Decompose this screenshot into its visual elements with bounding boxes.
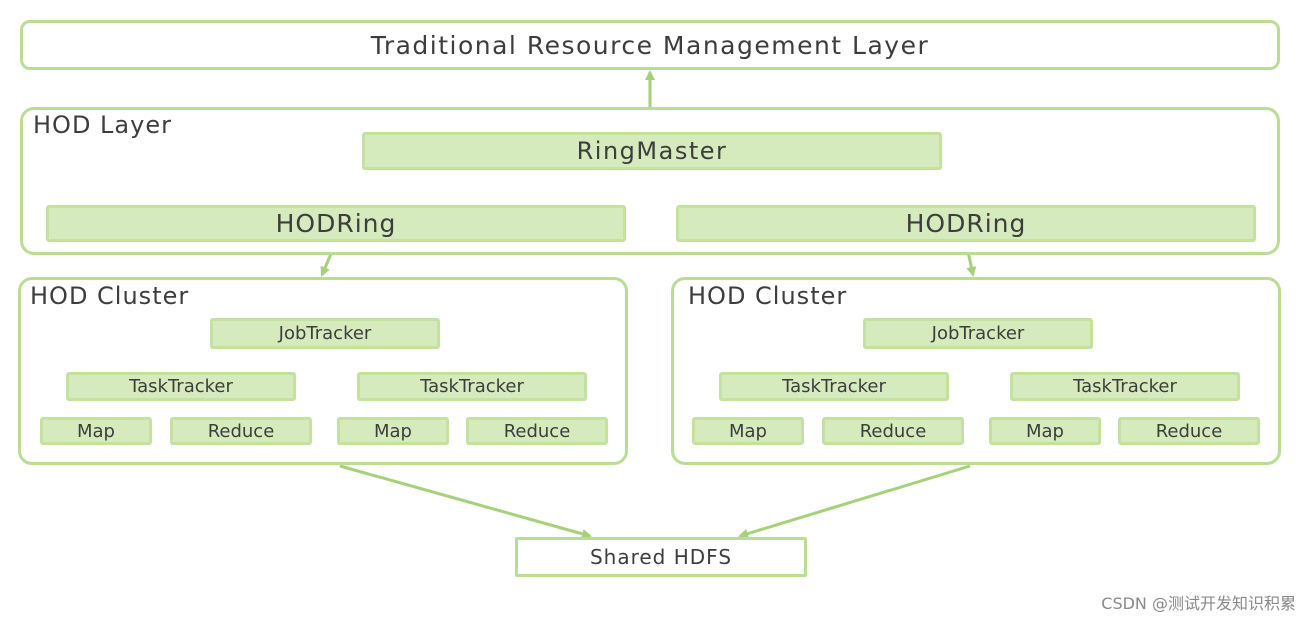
hodring-label-2: HODRing <box>905 209 1027 238</box>
shared-hdfs-label: Shared HDFS <box>589 545 733 569</box>
map-label-1b: Map <box>374 420 412 442</box>
hod-cluster-2-title: HOD Cluster <box>688 282 848 310</box>
map-label-2a: Map <box>729 420 767 442</box>
shared-hdfs-box: Shared HDFS <box>515 537 807 577</box>
reduce-box-2a: Reduce <box>822 417 964 445</box>
jobtracker-label-1: JobTracker <box>278 323 372 344</box>
tasktracker-box-2a: TaskTracker <box>719 372 949 401</box>
tasktracker-label-2a: TaskTracker <box>782 376 886 397</box>
jobtracker-box-2: JobTracker <box>863 318 1093 349</box>
resource-management-layer: Traditional Resource Management Layer <box>20 20 1280 70</box>
reduce-label-1a: Reduce <box>207 420 275 442</box>
tasktracker-box-2b: TaskTracker <box>1010 372 1240 401</box>
hod-layer-title: HOD Layer <box>33 111 172 139</box>
map-box-2b: Map <box>989 417 1101 445</box>
resource-management-layer-label: Traditional Resource Management Layer <box>370 30 930 60</box>
jobtracker-box-1: JobTracker <box>210 318 440 349</box>
reduce-box-1b: Reduce <box>466 417 608 445</box>
reduce-box-1a: Reduce <box>170 417 312 445</box>
reduce-label-1b: Reduce <box>503 420 571 442</box>
map-box-1b: Map <box>337 417 449 445</box>
ringmaster-label: RingMaster <box>576 137 728 165</box>
tasktracker-label-1b: TaskTracker <box>420 376 524 397</box>
arrow-cluster1-hdfs <box>339 464 592 539</box>
tasktracker-label-1a: TaskTracker <box>129 376 233 397</box>
tasktracker-box-1a: TaskTracker <box>66 372 296 401</box>
map-box-2a: Map <box>692 417 804 445</box>
reduce-label-2a: Reduce <box>859 420 927 442</box>
tasktracker-label-2b: TaskTracker <box>1073 376 1177 397</box>
hod-cluster-1-title: HOD Cluster <box>30 282 190 310</box>
ringmaster-box: RingMaster <box>362 132 942 170</box>
hodring-label-1: HODRing <box>275 209 397 238</box>
hodring-box-2: HODRing <box>676 205 1256 242</box>
jobtracker-label-2: JobTracker <box>931 323 1025 344</box>
map-label-2b: Map <box>1026 420 1064 442</box>
map-box-1a: Map <box>40 417 152 445</box>
watermark: CSDN @测试开发知识积累 <box>1101 594 1296 613</box>
reduce-box-2b: Reduce <box>1118 417 1260 445</box>
map-label-1a: Map <box>77 420 115 442</box>
reduce-label-2b: Reduce <box>1155 420 1223 442</box>
hodring-box-1: HODRing <box>46 205 626 242</box>
arrow-cluster2-hdfs <box>738 464 971 539</box>
tasktracker-box-1b: TaskTracker <box>357 372 587 401</box>
